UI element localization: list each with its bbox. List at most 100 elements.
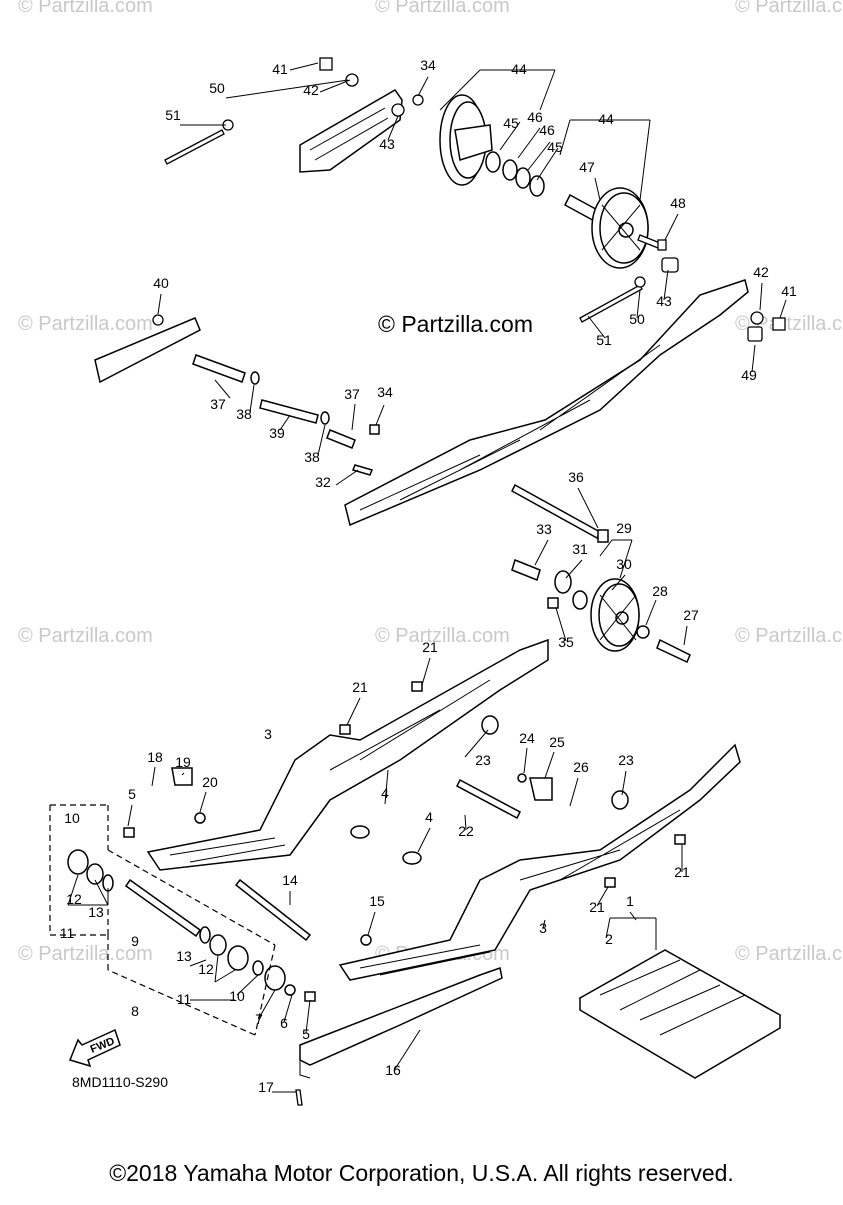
leader-line: [94, 879, 109, 906]
leader-line: [555, 607, 567, 642]
callout-45: 45: [547, 139, 563, 155]
leader-line: [319, 79, 351, 93]
callout-18: 18: [147, 749, 163, 765]
callout-50: 50: [629, 311, 645, 327]
wear-strip: [299, 967, 503, 1079]
leader-lines: [67, 62, 787, 1093]
leader-line: [663, 269, 669, 301]
callout-21: 21: [589, 899, 605, 915]
callout-22: 22: [458, 823, 474, 839]
callout-23: 23: [475, 752, 491, 768]
callout-10: 10: [64, 810, 80, 826]
leader-line: [249, 384, 255, 413]
leader-line: [605, 917, 611, 939]
leader-line: [499, 121, 521, 151]
watermark: © Partzilla.com: [735, 943, 843, 965]
callout-46: 46: [527, 109, 543, 125]
callout-42: 42: [303, 82, 319, 98]
leader-line: [67, 874, 79, 906]
callout-5: 5: [302, 1026, 310, 1042]
middle-shafts: [192, 354, 691, 664]
rear-slide-frame: [94, 279, 749, 527]
bolt-48: [637, 234, 667, 251]
leader-line: [214, 379, 231, 399]
leader-line: [464, 729, 489, 758]
callout-5: 5: [128, 786, 136, 802]
callout-38: 38: [304, 449, 320, 465]
callout-44: 44: [511, 61, 527, 77]
leader-line: [544, 751, 555, 779]
callout-27: 27: [683, 607, 699, 623]
leader-line: [683, 625, 688, 646]
leader-line: [225, 79, 349, 99]
leader-line: [189, 959, 207, 967]
leader-line: [629, 911, 637, 921]
leader-line: [751, 344, 756, 373]
assembly-box: [49, 804, 276, 1036]
callout-39: 39: [269, 425, 285, 441]
watermark: © Partzilla.com: [375, 625, 510, 647]
callout-36: 36: [568, 469, 584, 485]
leader-line: [636, 289, 641, 319]
callout-19: 19: [175, 754, 191, 770]
callout-31: 31: [572, 541, 588, 557]
leader-line: [664, 213, 679, 241]
leader-line: [151, 766, 156, 787]
leader-line: [536, 147, 559, 181]
leader-line: [621, 770, 627, 796]
leader-line: [417, 76, 429, 97]
callout-14: 14: [282, 872, 298, 888]
leader-line: [596, 886, 609, 907]
cross-shafts: [123, 681, 686, 946]
callout-7: 7: [255, 1011, 263, 1027]
callout-43: 43: [656, 293, 672, 309]
leader-line: [236, 974, 259, 996]
right-arm-fasteners: [152, 257, 786, 342]
leader-line: [387, 115, 399, 141]
rear-axle-kit: [67, 849, 316, 1002]
callout-41: 41: [272, 61, 288, 77]
brand-watermark: © Partzilla.com: [378, 311, 533, 337]
leader-line: [367, 911, 376, 936]
callout-42: 42: [753, 264, 769, 280]
callout-1: 1: [626, 893, 634, 909]
callout-11: 11: [60, 925, 75, 941]
watermark: © Partzilla.com: [735, 625, 843, 647]
callout-28: 28: [652, 583, 668, 599]
leader-line: [181, 772, 185, 776]
leader-line: [587, 315, 606, 339]
screw-17: [295, 1089, 303, 1106]
callout-3: 3: [264, 726, 272, 742]
leader-line: [289, 62, 319, 71]
callout-20: 20: [202, 774, 218, 790]
diagram-code: 8MD1110-S290: [72, 1074, 168, 1090]
leader-line: [527, 141, 551, 171]
callout-12: 12: [198, 961, 214, 977]
upper-rear-arm: [299, 89, 403, 173]
callout-44: 44: [598, 111, 614, 127]
top-idler-wheel-left: [439, 94, 545, 197]
callout-34: 34: [377, 384, 393, 400]
leader-line: [639, 119, 651, 201]
leader-line: [611, 574, 626, 591]
leader-line: [283, 994, 293, 1023]
callout-21: 21: [422, 639, 438, 655]
leader-line: [351, 403, 356, 431]
callout-32: 32: [315, 474, 331, 490]
callout-12: 12: [66, 891, 82, 907]
middle-idler-wheel: [590, 578, 640, 652]
leader-line: [417, 827, 431, 853]
watermark: © Partzilla.com: [18, 313, 153, 335]
right-slide-rail: [338, 743, 741, 981]
fwd-arrow: FWD: [68, 1028, 121, 1068]
leader-line: [214, 969, 236, 983]
leader-line: [599, 539, 613, 557]
leader-line: [335, 469, 359, 486]
leader-line: [559, 119, 571, 156]
leader-line: [384, 769, 389, 805]
upper-fasteners: [164, 57, 424, 165]
watermark: © Partzilla.com: [18, 0, 153, 17]
leader-line: [421, 657, 431, 686]
callout-24: 24: [519, 730, 535, 746]
leader-line: [523, 747, 528, 774]
